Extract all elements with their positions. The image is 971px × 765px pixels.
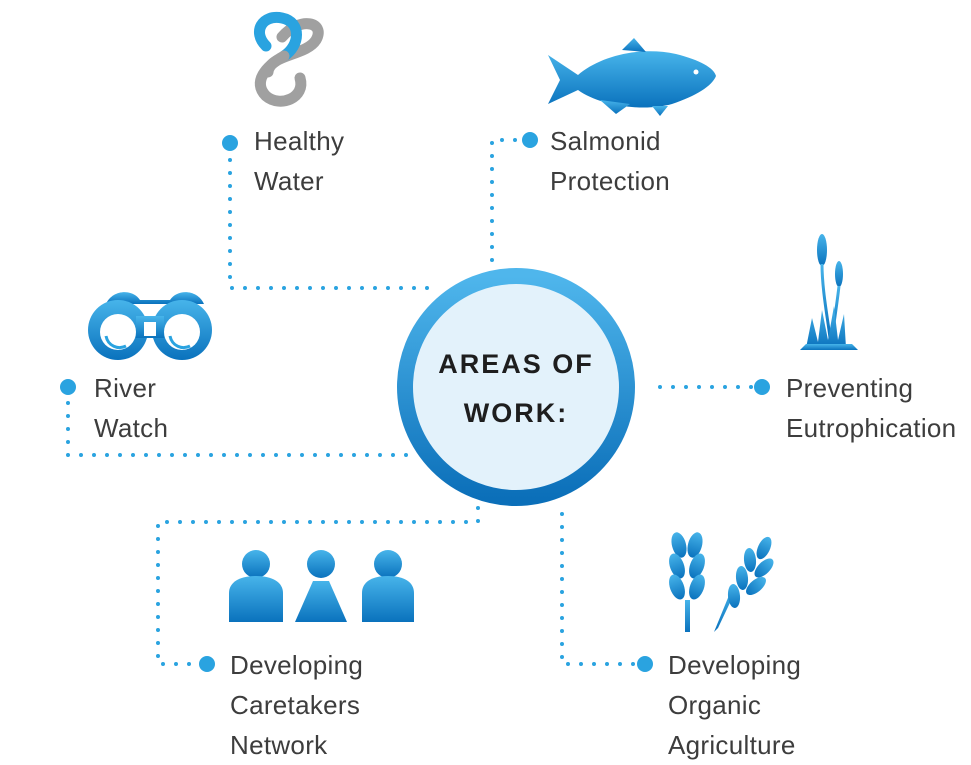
bullet-preventing-eutrophication bbox=[754, 379, 770, 395]
infinity-loop-icon bbox=[254, 11, 324, 107]
label-developing-caretakers-network: Developing Caretakers Network bbox=[230, 645, 363, 765]
connector-organic-agriculture bbox=[560, 512, 644, 666]
center-title: AREAS OF WORK: bbox=[410, 340, 622, 438]
connector-river-watch bbox=[66, 388, 412, 457]
center-title-line-1: AREAS OF bbox=[438, 349, 594, 379]
label-salmonid-protection: Salmonid Protection bbox=[550, 121, 670, 201]
bullet-river-watch bbox=[60, 379, 76, 395]
label-preventing-eutrophication-line-1: Preventing bbox=[786, 373, 914, 403]
label-healthy-water-line-1: Healthy bbox=[254, 126, 345, 156]
wheat-ears-icon bbox=[669, 532, 774, 632]
label-organic-line-3: Agriculture bbox=[668, 730, 796, 760]
label-river-watch: River Watch bbox=[94, 368, 168, 448]
label-preventing-eutrophication: Preventing Eutrophication bbox=[786, 368, 956, 448]
bullet-caretakers-network bbox=[199, 656, 215, 672]
center-circle bbox=[397, 268, 635, 506]
label-organic-line-1: Developing bbox=[668, 650, 802, 680]
label-developing-organic-agriculture: Developing Organic Agriculture bbox=[668, 645, 801, 765]
label-preventing-eutrophication-line-2: Eutrophication bbox=[786, 413, 957, 443]
bullet-salmonid-protection bbox=[522, 132, 538, 148]
label-salmonid-protection-line-2: Protection bbox=[550, 166, 671, 196]
connector-healthy-water bbox=[228, 158, 442, 290]
label-caretakers-line-3: Network bbox=[230, 730, 328, 760]
binoculars-icon bbox=[88, 292, 212, 360]
label-healthy-water: Healthy Water bbox=[254, 121, 344, 201]
label-caretakers-line-1: Developing bbox=[230, 650, 364, 680]
label-caretakers-line-2: Caretakers bbox=[230, 690, 361, 720]
bullet-healthy-water bbox=[222, 135, 238, 151]
center-title-line-2: WORK: bbox=[463, 398, 569, 428]
salmon-fish-icon bbox=[548, 38, 716, 116]
people-group-icon bbox=[229, 550, 414, 622]
label-salmonid-protection-line-1: Salmonid bbox=[550, 126, 661, 156]
label-healthy-water-line-2: Water bbox=[254, 166, 324, 196]
connector-salmonid-protection bbox=[490, 138, 530, 262]
reed-plant-icon bbox=[800, 234, 858, 350]
label-river-watch-line-1: River bbox=[94, 373, 157, 403]
label-organic-line-2: Organic bbox=[668, 690, 762, 720]
bullet-organic-agriculture bbox=[637, 656, 653, 672]
label-river-watch-line-2: Watch bbox=[94, 413, 169, 443]
